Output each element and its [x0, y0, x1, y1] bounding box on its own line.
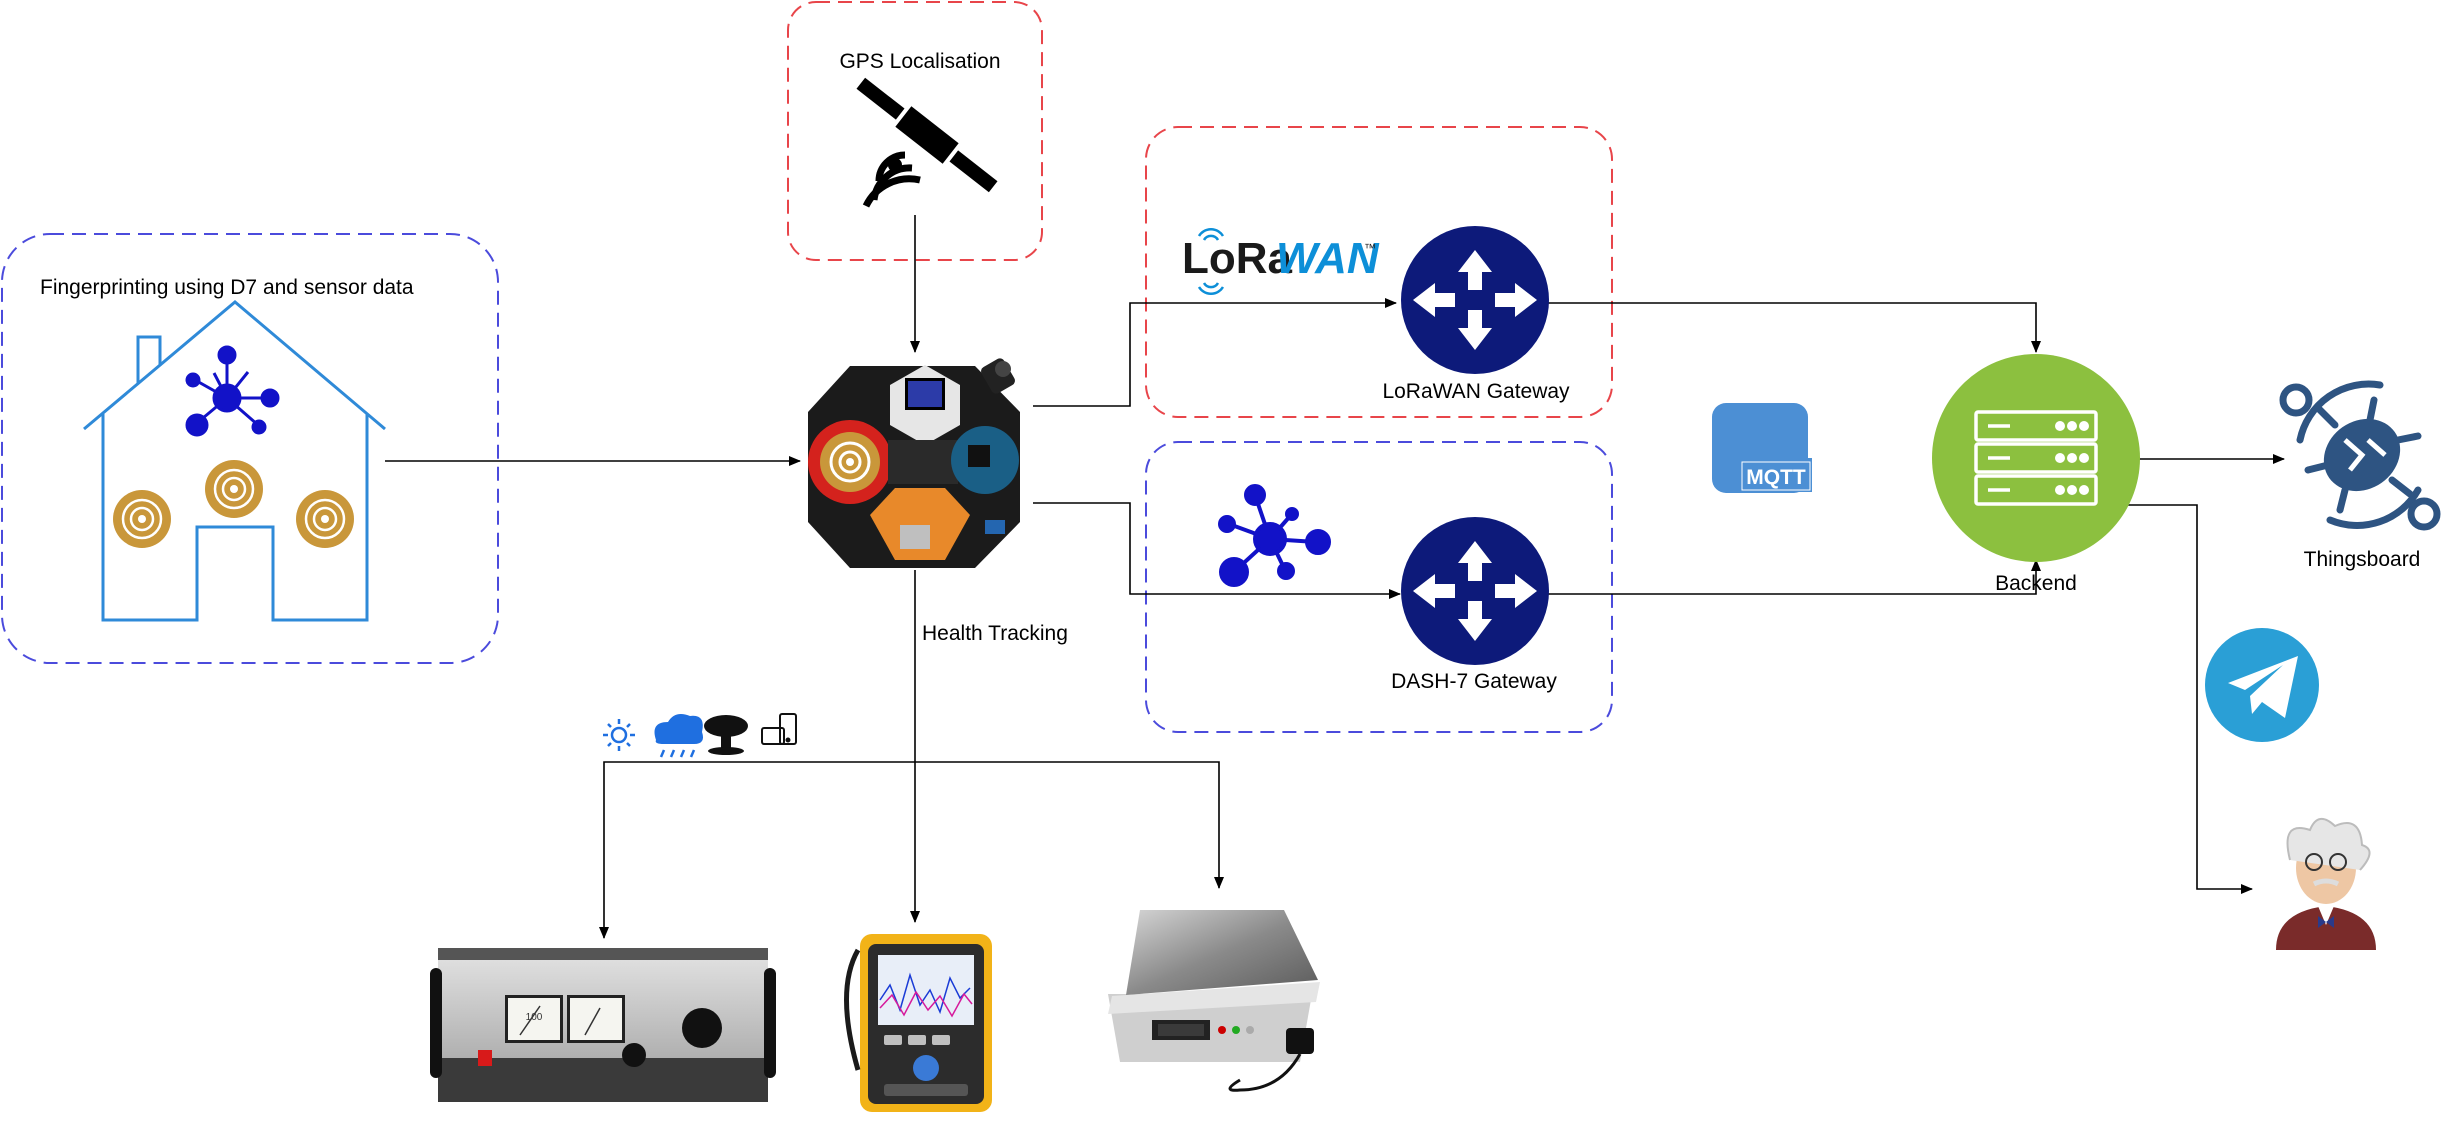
- phone-icon: [761, 713, 797, 745]
- router-icon: [1401, 226, 1549, 374]
- telegram-icon: [2205, 628, 2319, 742]
- house-icon: [83, 300, 386, 622]
- gps-label: GPS Localisation: [839, 50, 1000, 73]
- health-label: Health Tracking: [922, 622, 1068, 645]
- beacon-icon: [113, 490, 171, 548]
- lorawan-group-box: [1145, 126, 1613, 418]
- oscilloscope-icon: [844, 934, 992, 1112]
- dash7-group-box: [1145, 441, 1613, 733]
- beacon-icon: [205, 460, 263, 518]
- backend-label: Backend: [1995, 572, 2077, 595]
- board-to-lora-arrow: [1033, 298, 1397, 407]
- svg-text:100: 100: [526, 1012, 543, 1023]
- scale-icon: [1108, 910, 1320, 1092]
- server-icon: [1932, 354, 2140, 562]
- fingerprinting-label: Fingerprinting using D7 and sensor data: [40, 276, 414, 299]
- network-node-icon: [1218, 484, 1331, 587]
- power-supply-icon: 100: [430, 948, 776, 1102]
- dash7-to-backend-arrow: [1548, 559, 2041, 595]
- backend-to-user-arrow: [2128, 504, 2253, 894]
- fingerprinting-group-box: [1, 233, 499, 664]
- health-to-power-arrow: [599, 761, 915, 939]
- router-icon: [1401, 517, 1549, 665]
- mqtt-icon: MQTT: [1712, 403, 1812, 493]
- connectors: [385, 215, 2285, 939]
- svg-text:WAN: WAN: [1276, 234, 1380, 283]
- thingsboard-bug-icon: [2304, 396, 2422, 514]
- satellite-icon: [856, 77, 998, 208]
- thingsboard-label: Thingsboard: [2304, 548, 2421, 571]
- gps-group-box: [787, 1, 1043, 261]
- svg-text:MQTT: MQTT: [1746, 466, 1806, 489]
- lorawan-gateway-label: LoRaWAN Gateway: [1382, 380, 1570, 403]
- explosion-icon: [704, 715, 748, 755]
- beacon-icon: [296, 490, 354, 548]
- svg-text:™: ™: [1364, 241, 1376, 255]
- octa-board-icon: [808, 358, 1020, 568]
- health-to-scale-arrow: [915, 761, 1224, 889]
- board-to-dash7-arrow: [1033, 502, 1401, 599]
- dash7-gateway-label: DASH-7 Gateway: [1391, 670, 1557, 693]
- rain-cloud-icon: [654, 714, 703, 758]
- lora-to-backend-arrow: [1548, 302, 2041, 353]
- thingsboard-icon: [2279, 380, 2441, 531]
- sun-icon: [603, 719, 635, 751]
- svg-text:LoRa: LoRa: [1182, 234, 1293, 283]
- einstein-avatar-icon: [2276, 818, 2376, 950]
- lorawan-logo: LoRa WAN ™: [1182, 227, 1380, 296]
- network-node-icon: [185, 345, 280, 437]
